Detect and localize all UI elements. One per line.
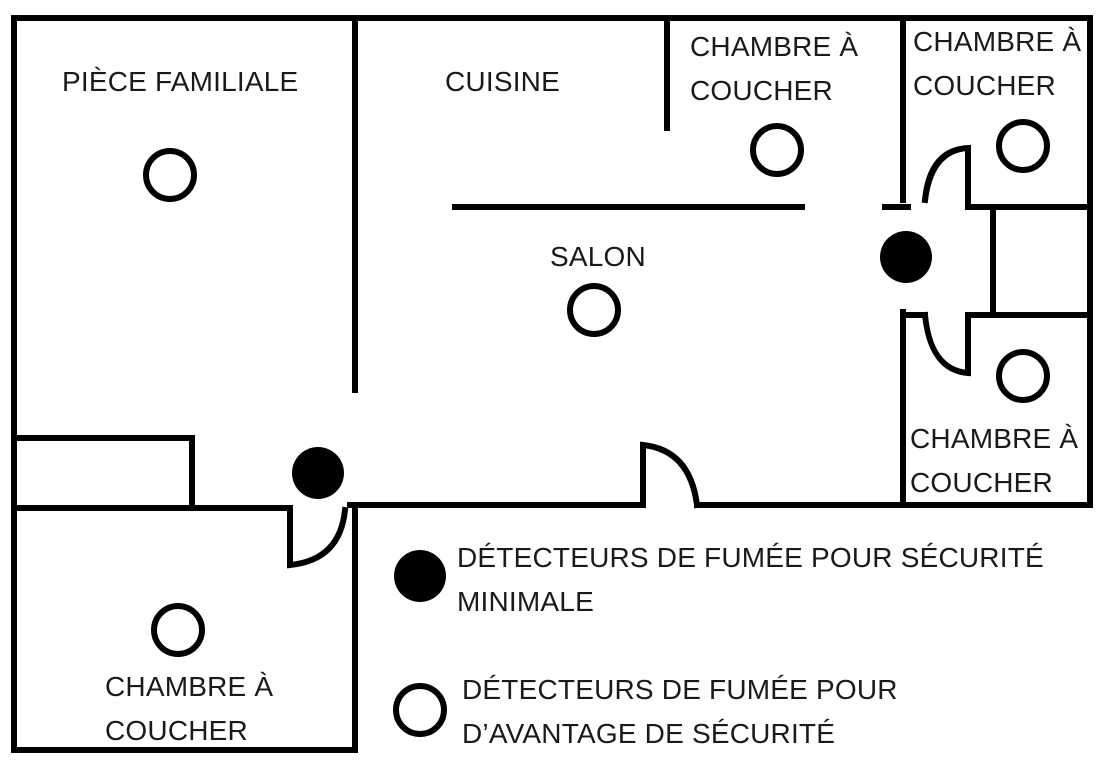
legend-hollow-circle-icon — [393, 683, 447, 737]
detector-additional-family-room — [143, 148, 197, 202]
legend-additional-text: DÉTECTEURS DE FUMÉE POUR D’AVANTAGE DE S… — [462, 674, 898, 749]
detector-additional-bedroom-top-right — [996, 119, 1050, 173]
legend-filled-circle-icon — [394, 550, 446, 602]
room-label-bedroom-top-center: CHAMBRE À COUCHER — [690, 31, 859, 106]
detector-additional-bedroom-top-center — [750, 123, 804, 177]
detector-minimal-hallway — [292, 447, 344, 499]
detector-additional-bedroom-bottom-right — [996, 349, 1050, 403]
door-swing-bottom-right — [921, 311, 971, 377]
detector-additional-bedroom-bottom-left — [151, 603, 205, 657]
room-label-kitchen: CUISINE — [445, 66, 560, 97]
door-swing-top-right — [921, 144, 971, 210]
door-swing-salon — [640, 441, 701, 509]
room-label-family-room: PIÈCE FAMILIALE — [62, 66, 299, 97]
room-label-bedroom-bottom-left: CHAMBRE À COUCHER — [105, 671, 274, 746]
additional-detectors — [143, 119, 1050, 657]
minimal-detectors — [292, 231, 932, 499]
door-swing-bedroom-left — [287, 505, 349, 569]
detector-minimal-bedroom-hall — [880, 231, 932, 283]
room-label-bedroom-bottom-right: CHAMBRE À COUCHER — [910, 423, 1079, 498]
legend-minimal-text: DÉTECTEURS DE FUMÉE POUR SÉCURITÉ MINIMA… — [457, 542, 1044, 617]
closet-wall — [11, 435, 195, 508]
walls — [11, 15, 1093, 753]
room-label-living-room: SALON — [550, 241, 646, 272]
room-label-bedroom-top-right: CHAMBRE À COUCHER — [913, 26, 1082, 101]
outer-wall — [11, 15, 1093, 508]
outer-wall-left — [11, 15, 358, 753]
detector-additional-salon — [567, 283, 621, 337]
